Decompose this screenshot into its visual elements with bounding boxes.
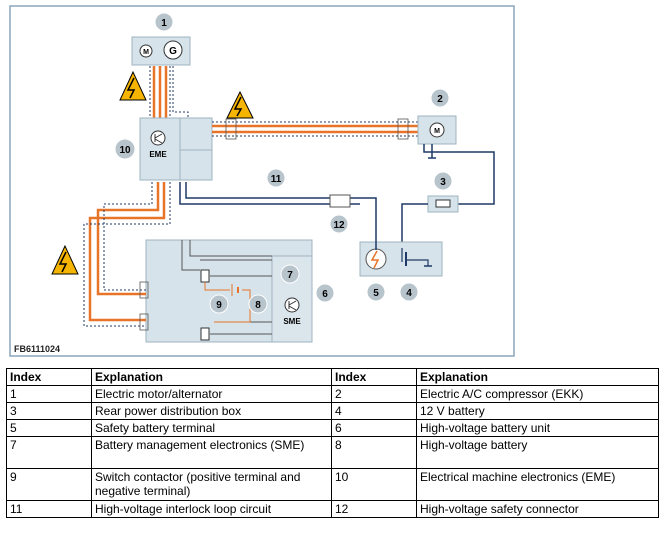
eme-transistor-symbol — [150, 130, 166, 146]
table-cell: Electrical machine electronics (EME) — [416, 468, 659, 501]
hv-cable-eme-compressor — [212, 124, 418, 134]
table-cell: Electric motor/alternator — [91, 385, 332, 403]
table-cell: 5 — [6, 419, 92, 437]
label-9-circle — [209, 294, 229, 314]
contactor-negative — [200, 327, 210, 341]
compressor-motor-symbol — [429, 122, 445, 138]
hv-cable-eme-battery — [88, 182, 166, 322]
table-cell: 2 — [331, 385, 417, 403]
table-cell: 4 — [331, 402, 417, 420]
table-cell: 3 — [6, 402, 92, 420]
hv-cable-motor-eme — [152, 66, 168, 118]
label-6: 6 — [322, 289, 328, 300]
label-6-circle — [315, 283, 335, 303]
label-12-circle — [329, 214, 349, 234]
table-row: 3 Rear power distribution box 4 12 V bat… — [6, 402, 659, 420]
table-cell: Safety battery terminal — [91, 419, 332, 437]
table-row: 7 Battery management electronics (SME) 8… — [6, 436, 659, 469]
hvil-dashed-battery — [83, 182, 171, 327]
header-index-1: Index — [6, 368, 92, 386]
label-9: 9 — [216, 300, 222, 311]
table-cell: 12 V battery — [416, 402, 659, 420]
compressor-motor-label: M — [434, 128, 440, 135]
table-header-row: Index Explanation Index Explanation — [6, 368, 659, 386]
table-row: 11 High-voltage interlock loop circuit 1… — [6, 500, 659, 518]
label-5-circle — [366, 282, 386, 302]
battery-terminal-box — [359, 241, 443, 277]
table-cell: Battery management electronics (SME) — [91, 436, 332, 469]
hv-warning-icon-3 — [51, 244, 79, 275]
label-5: 5 — [373, 288, 379, 299]
hvil-loop-line — [179, 182, 377, 250]
label-1: 1 — [161, 18, 167, 29]
safety-connector — [329, 194, 351, 208]
table-cell: 9 — [6, 468, 92, 501]
table-cell: 11 — [6, 500, 92, 518]
motor-symbol-label: M — [143, 49, 149, 56]
label-8-circle — [248, 294, 268, 314]
hv-warning-icon-1 — [119, 70, 147, 101]
label-7: 7 — [287, 270, 293, 281]
label-2: 2 — [437, 94, 443, 105]
figure-id: FB6111024 — [14, 344, 60, 354]
table-cell: High-voltage battery — [416, 436, 659, 469]
table-cell: Electric A/C compressor (EKK) — [416, 385, 659, 403]
generator-symbol — [163, 40, 183, 60]
header-explanation-2: Explanation — [416, 368, 659, 386]
label-3: 3 — [440, 177, 446, 188]
sme-label: SME — [283, 317, 301, 326]
label-8: 8 — [255, 300, 261, 311]
label-1-circle — [154, 12, 174, 32]
eme-box — [139, 117, 181, 181]
table-row: 1 Electric motor/alternator 2 Electric A… — [6, 385, 659, 403]
table-cell: 10 — [331, 468, 417, 501]
label-11-circle — [266, 168, 286, 188]
table-cell: 7 — [6, 436, 92, 469]
generator-symbol-label: G — [169, 46, 177, 57]
header-index-2: Index — [331, 368, 417, 386]
table-row: 9 Switch contactor (positive terminal an… — [6, 468, 659, 501]
eme-label: EME — [149, 150, 167, 159]
table-cell: 12 — [331, 500, 417, 518]
label-4: 4 — [406, 288, 412, 299]
table-cell: 6 — [331, 419, 417, 437]
lv-line-compressor — [423, 144, 495, 205]
eme-side-box — [179, 117, 213, 181]
table-cell: Rear power distribution box — [91, 402, 332, 420]
table-cell: Switch contactor (positive terminal and … — [91, 468, 332, 501]
label-7-circle — [280, 264, 300, 284]
label-10: 10 — [119, 145, 131, 156]
header-explanation-1: Explanation — [91, 368, 332, 386]
hvil-dashed-motor — [149, 66, 189, 118]
legend-table: Index Explanation Index Explanation 1 El… — [6, 368, 659, 518]
label-10-circle — [114, 138, 136, 160]
wiring-diagram: M G 1 EME 10 M 2 — [9, 5, 515, 357]
table-cell: 1 — [6, 385, 92, 403]
label-2-circle — [430, 88, 450, 108]
table-cell: High-voltage interlock loop circuit — [91, 500, 332, 518]
label-3-circle — [433, 171, 453, 191]
lv-line-fuse-battery — [401, 203, 428, 248]
table-cell: High-voltage safety connector — [416, 500, 659, 518]
label-12: 12 — [333, 220, 345, 231]
table-cell: High-voltage battery unit — [416, 419, 659, 437]
label-11: 11 — [271, 174, 282, 185]
sme-transistor-symbol — [284, 297, 300, 313]
table-cell: 8 — [331, 436, 417, 469]
hv-warning-icon-2 — [226, 90, 254, 119]
contactor-positive — [200, 269, 210, 283]
table-row: 5 Safety battery terminal 6 High-voltage… — [6, 419, 659, 437]
fuse-symbol — [435, 199, 451, 208]
label-4-circle — [399, 282, 419, 302]
motor-symbol — [139, 44, 153, 58]
